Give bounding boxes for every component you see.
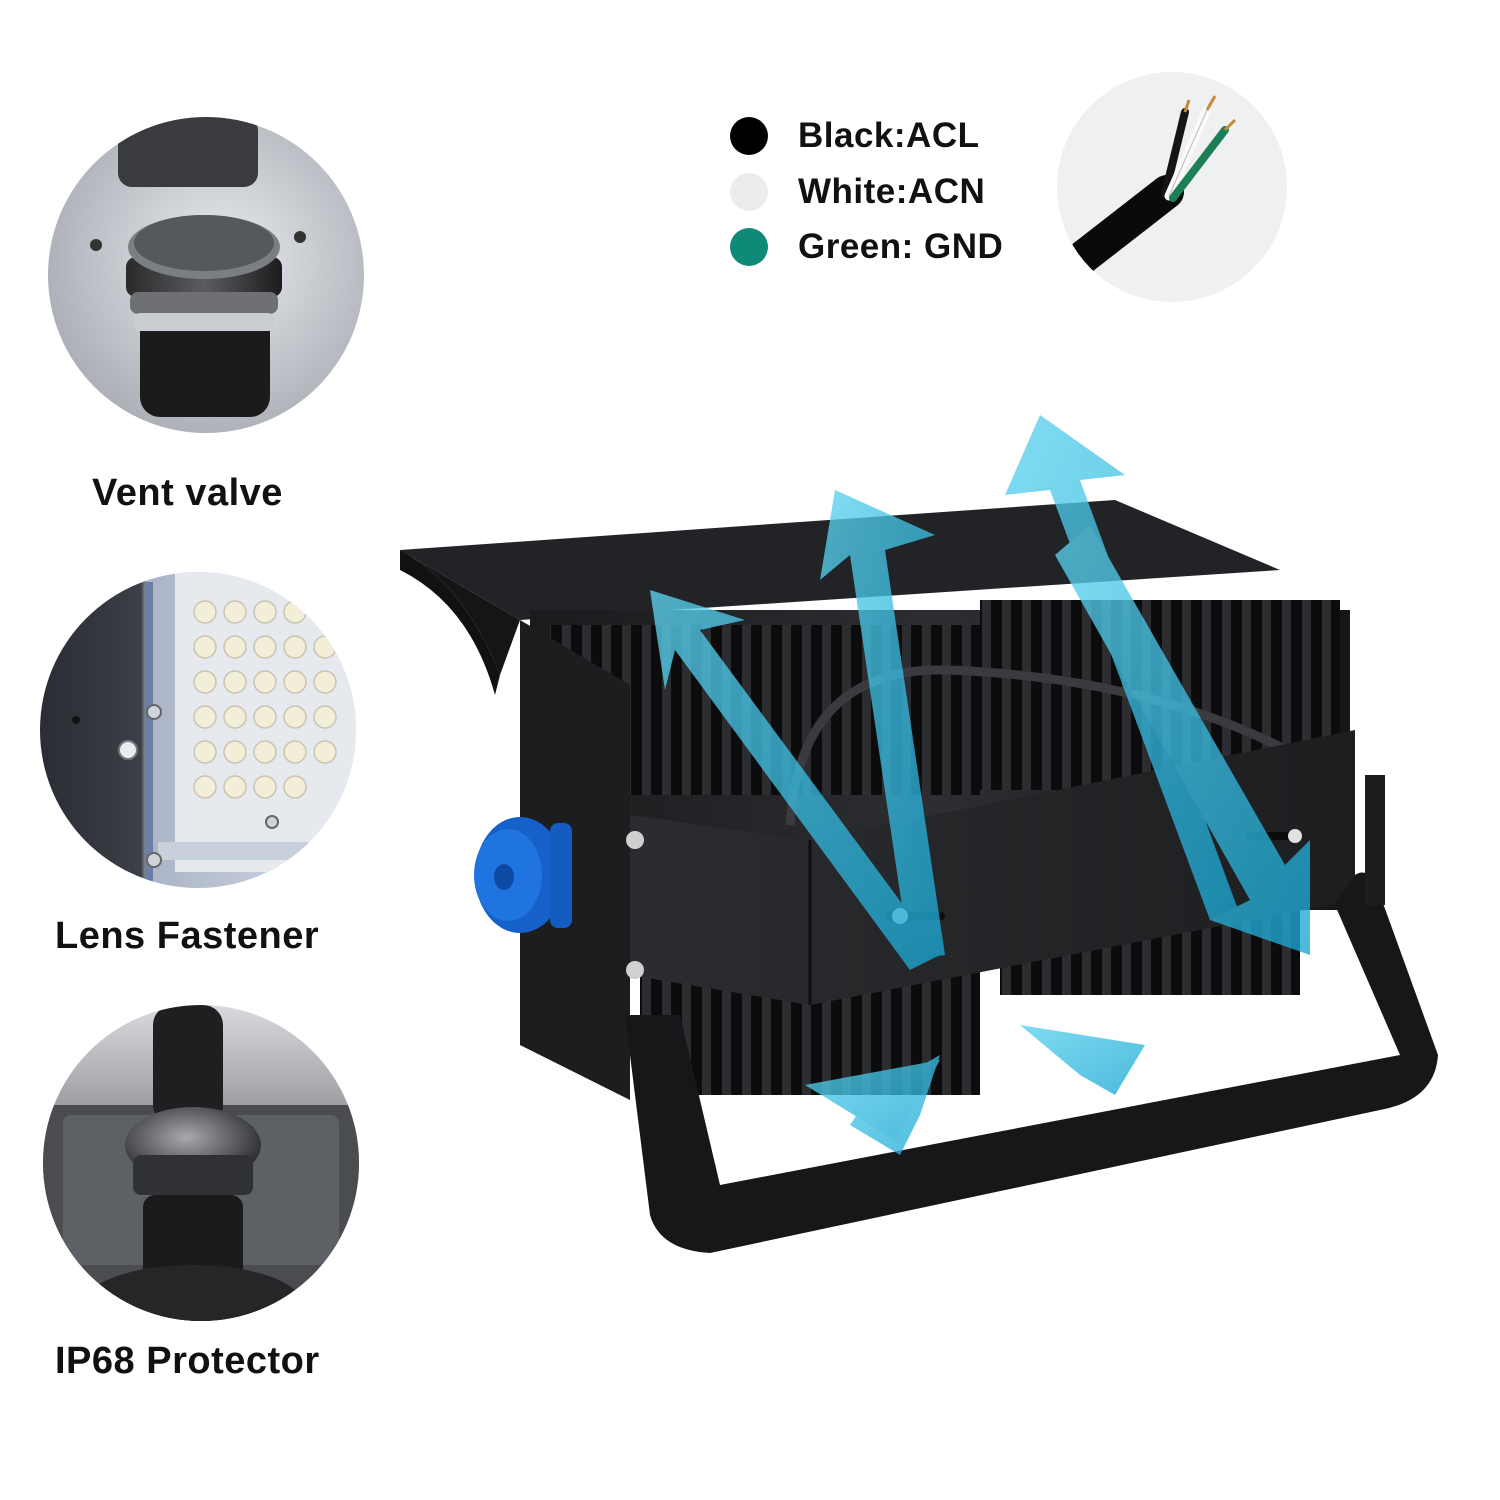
power-cable-photo	[1057, 72, 1287, 302]
legend-item-white: White:ACN	[730, 172, 985, 212]
legend-label-black: Black:ACL	[798, 116, 980, 155]
vent-valve-photo	[48, 117, 364, 433]
vent-valve-caption: Vent valve	[92, 472, 283, 514]
legend-item-black: Black:ACL	[730, 116, 979, 156]
lens-fastener-caption: Lens Fastener	[55, 915, 320, 957]
white-wire-dot	[730, 173, 768, 211]
led-flood-light-photo	[380, 395, 1500, 1275]
legend-item-green: Green: GND	[730, 227, 1003, 267]
green-wire-dot	[730, 228, 768, 266]
lens-fastener-photo	[40, 572, 356, 888]
black-wire-dot	[730, 117, 768, 155]
legend-label-white: White:ACN	[798, 172, 986, 211]
legend-label-green: Green: GND	[798, 227, 1004, 266]
ip68-protector-caption: IP68 Protector	[55, 1340, 320, 1382]
ip68-protector-photo	[43, 1005, 359, 1321]
